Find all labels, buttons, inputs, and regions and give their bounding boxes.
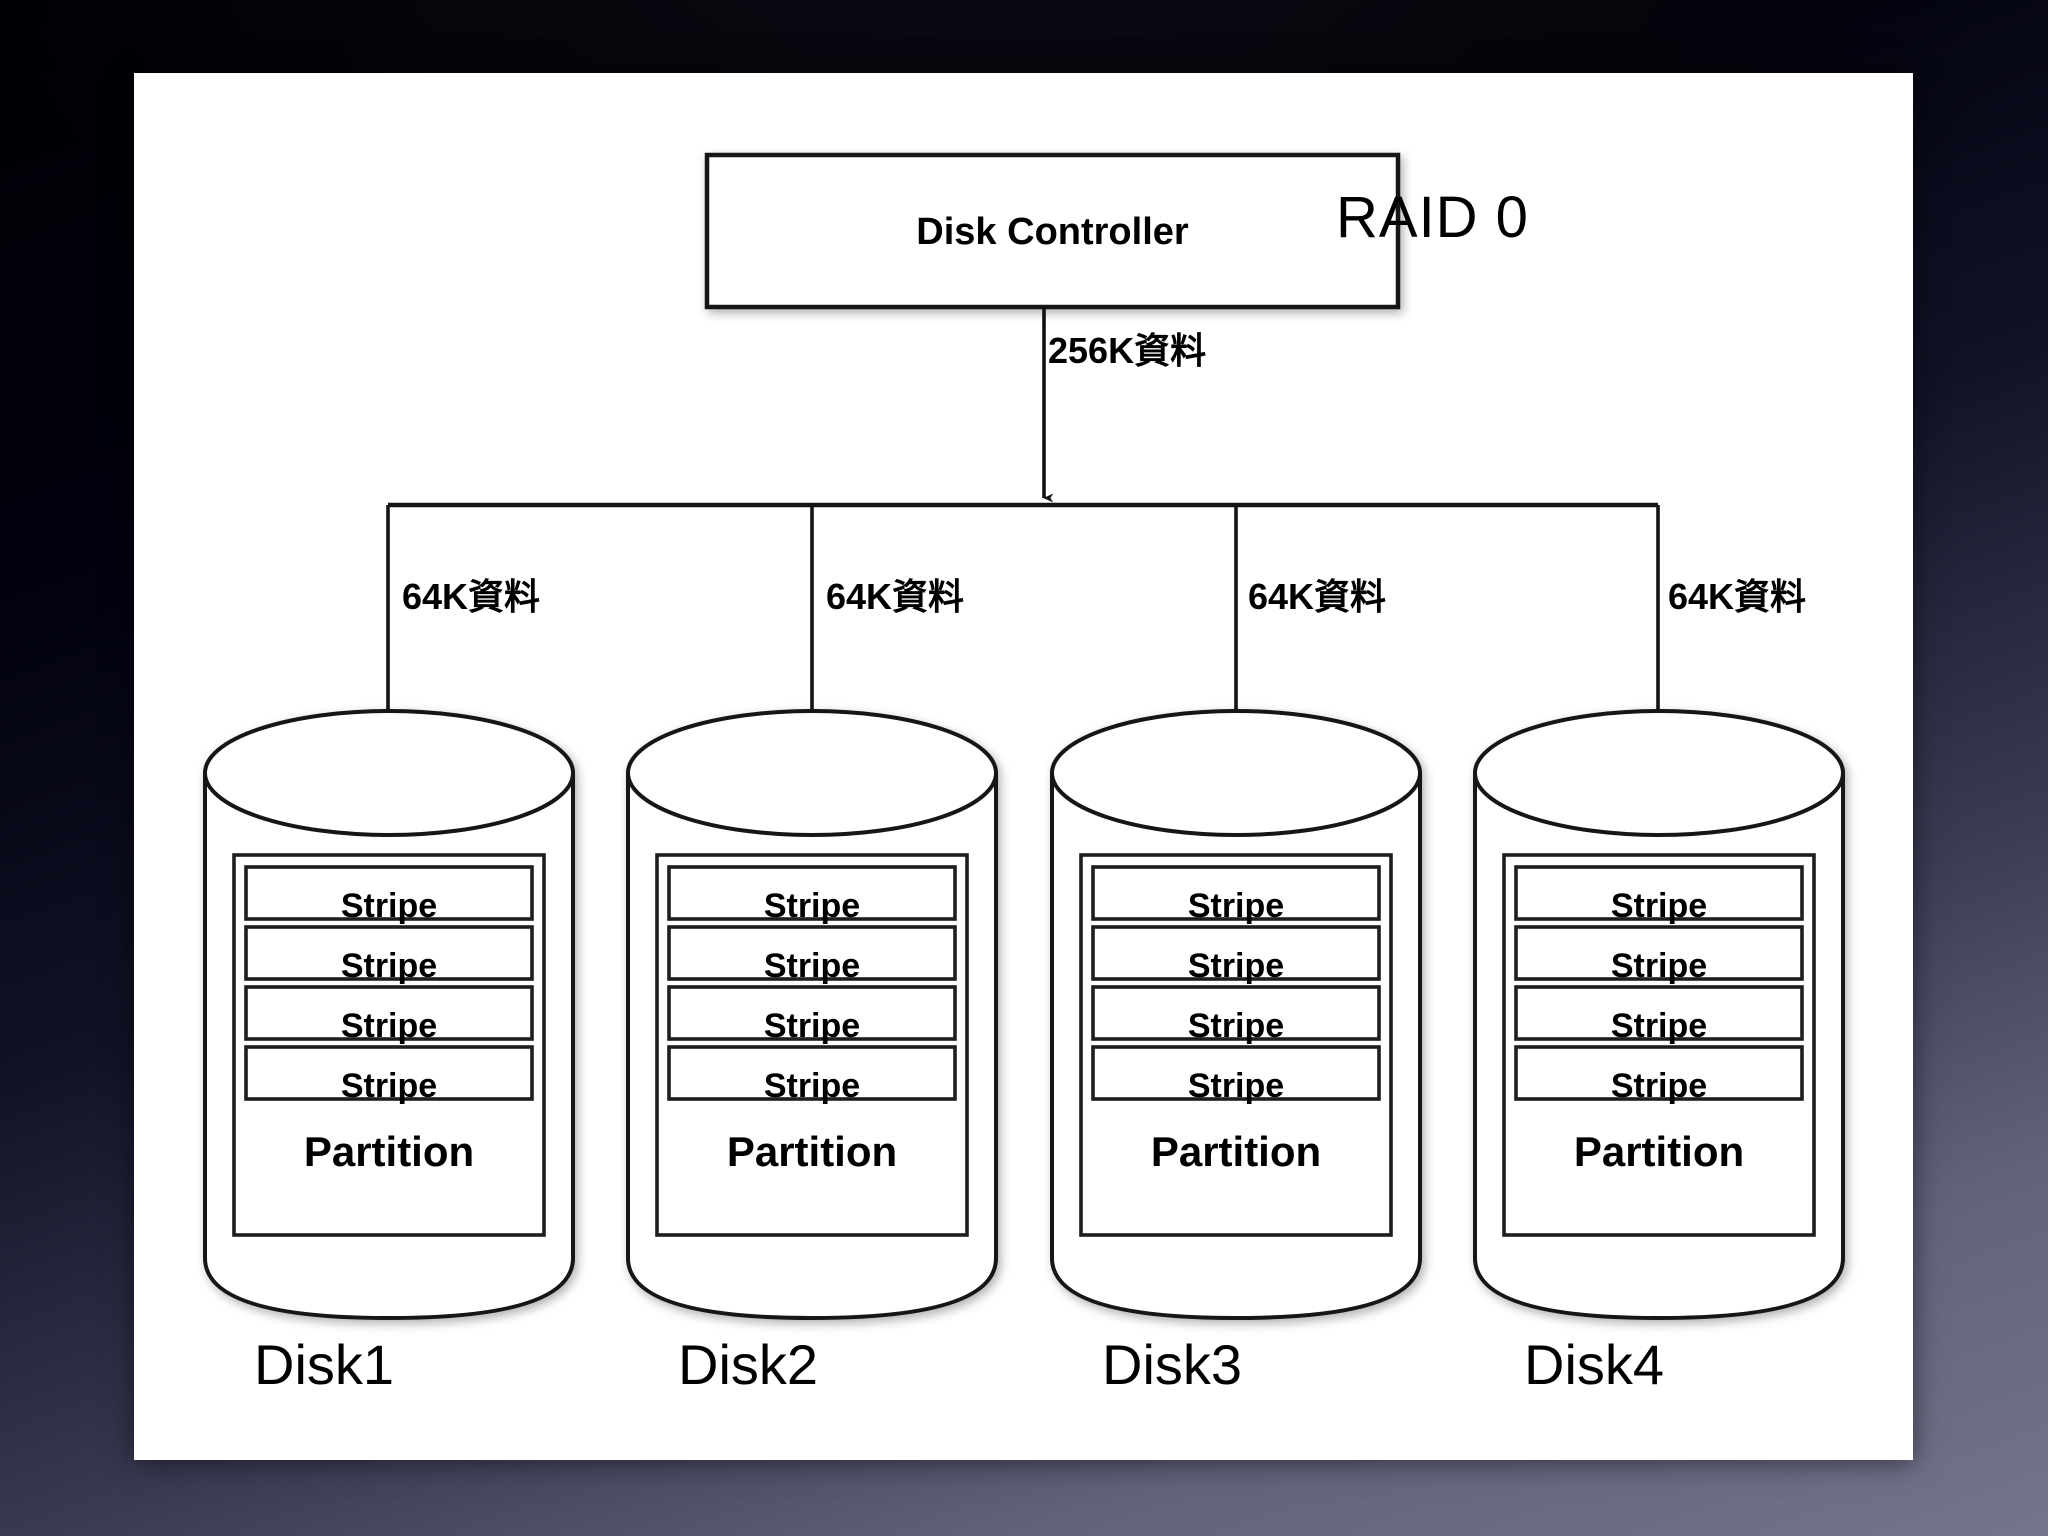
disk2-stripe-3: Stripe — [763, 1007, 861, 1045]
disk1-partition-label: Partition — [303, 1128, 475, 1175]
disk4-stripe-2: Stripe — [1610, 947, 1708, 985]
partition-box-1 — [232, 853, 546, 1237]
disk1-stripe-3: Stripe — [340, 1007, 438, 1045]
page-title: RAID 0 — [1336, 185, 1529, 250]
disk-controller-box — [704, 152, 1401, 310]
raid0-diagram — [203, 152, 1845, 1321]
disk4-partition-label: Partition — [1573, 1128, 1745, 1175]
disk2-stripe-1: Stripe — [763, 887, 861, 925]
disk4-flow-label: 64K資料 — [1668, 576, 1807, 617]
disk4-name: Disk4 — [1524, 1333, 1665, 1396]
disk4-stripe-3: Stripe — [1610, 1007, 1708, 1045]
disk4-stripe-1: Stripe — [1610, 887, 1708, 925]
disk3-stripe-2: Stripe — [1187, 947, 1285, 985]
slide-panel: Disk Controller — [134, 73, 1913, 1460]
disk4-stripe-4: Stripe — [1610, 1067, 1708, 1105]
disk2-partition-label: Partition — [726, 1128, 898, 1175]
disk3-partition-label: Partition — [1150, 1128, 1322, 1175]
disk1-stripe-1: Stripe — [340, 887, 438, 925]
disk1-flow-label: 64K資料 — [402, 576, 541, 617]
disk3-stripe-1: Stripe — [1187, 887, 1285, 925]
disk3-flow-label: 64K資料 — [1248, 576, 1387, 617]
disk1-name: Disk1 — [254, 1333, 395, 1396]
disk-controller-label: Disk Controller — [916, 211, 1189, 253]
disk3-stripe-3: Stripe — [1187, 1007, 1285, 1045]
disk2-name: Disk2 — [678, 1333, 819, 1396]
disk2-stripe-2: Stripe — [763, 947, 861, 985]
disk3-name: Disk3 — [1102, 1333, 1243, 1396]
disk2-flow-label: 64K資料 — [826, 576, 965, 617]
disk1-stripe-2: Stripe — [340, 947, 438, 985]
controller-flow-label: 256K資料 — [1048, 330, 1207, 371]
partition-box-4 — [1502, 853, 1816, 1237]
partition-box-2 — [655, 853, 969, 1237]
partition-box-3 — [1079, 853, 1393, 1237]
disk2-stripe-4: Stripe — [763, 1067, 861, 1105]
disk1-stripe-4: Stripe — [340, 1067, 438, 1105]
disk3-stripe-4: Stripe — [1187, 1067, 1285, 1105]
